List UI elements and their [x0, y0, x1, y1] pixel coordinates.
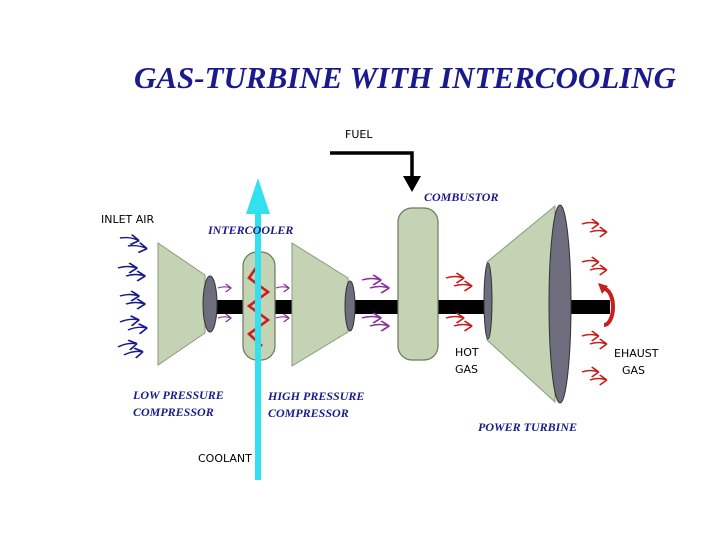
power-turbine	[483, 204, 572, 404]
low-pressure-compressor-disc	[202, 275, 218, 333]
combustor	[397, 207, 439, 361]
intercooler-label: INTERCOOLER	[207, 223, 293, 237]
power-turbine-disc	[548, 204, 572, 404]
power-turbine-label: POWER TURBINE	[478, 420, 577, 434]
coolant-label: COOLANT	[198, 452, 252, 465]
low-pressure-compressor-label-line1: LOW PRESSURE	[132, 388, 224, 402]
shaft-rotation-arrow	[598, 283, 615, 327]
intercooler-coil	[246, 264, 271, 347]
low-pressure-compressor	[157, 242, 218, 366]
high-pressure-compressor-label-line2: COMPRESSOR	[268, 406, 349, 420]
inlet-air-arrows	[116, 231, 149, 362]
fuel-label: FUEL	[345, 128, 373, 141]
high-pressure-compressor-disc	[344, 280, 356, 332]
diagram-title: GAS-TURBINE WITH INTERCOOLING	[134, 60, 677, 95]
fuel-line	[330, 151, 421, 192]
hot-gas-label-line2: GAS	[455, 363, 478, 376]
combustor-label: COMBUSTOR	[424, 190, 498, 204]
exhaust-gas-label-line2: GAS	[622, 364, 645, 377]
high-pressure-compressor-label-line1: HIGH PRESSURE	[267, 389, 364, 403]
exhaust-gas-label-line1: EHAUST	[614, 347, 659, 360]
hot-gas-label-line1: HOT	[455, 346, 479, 359]
coolant-arrow	[246, 178, 270, 480]
low-pressure-compressor-label-line2: COMPRESSOR	[133, 405, 214, 419]
inlet-air-label: INLET AIR	[101, 213, 155, 226]
high-pressure-compressor	[291, 242, 356, 367]
power-turbine-inlet-disc	[483, 262, 493, 340]
